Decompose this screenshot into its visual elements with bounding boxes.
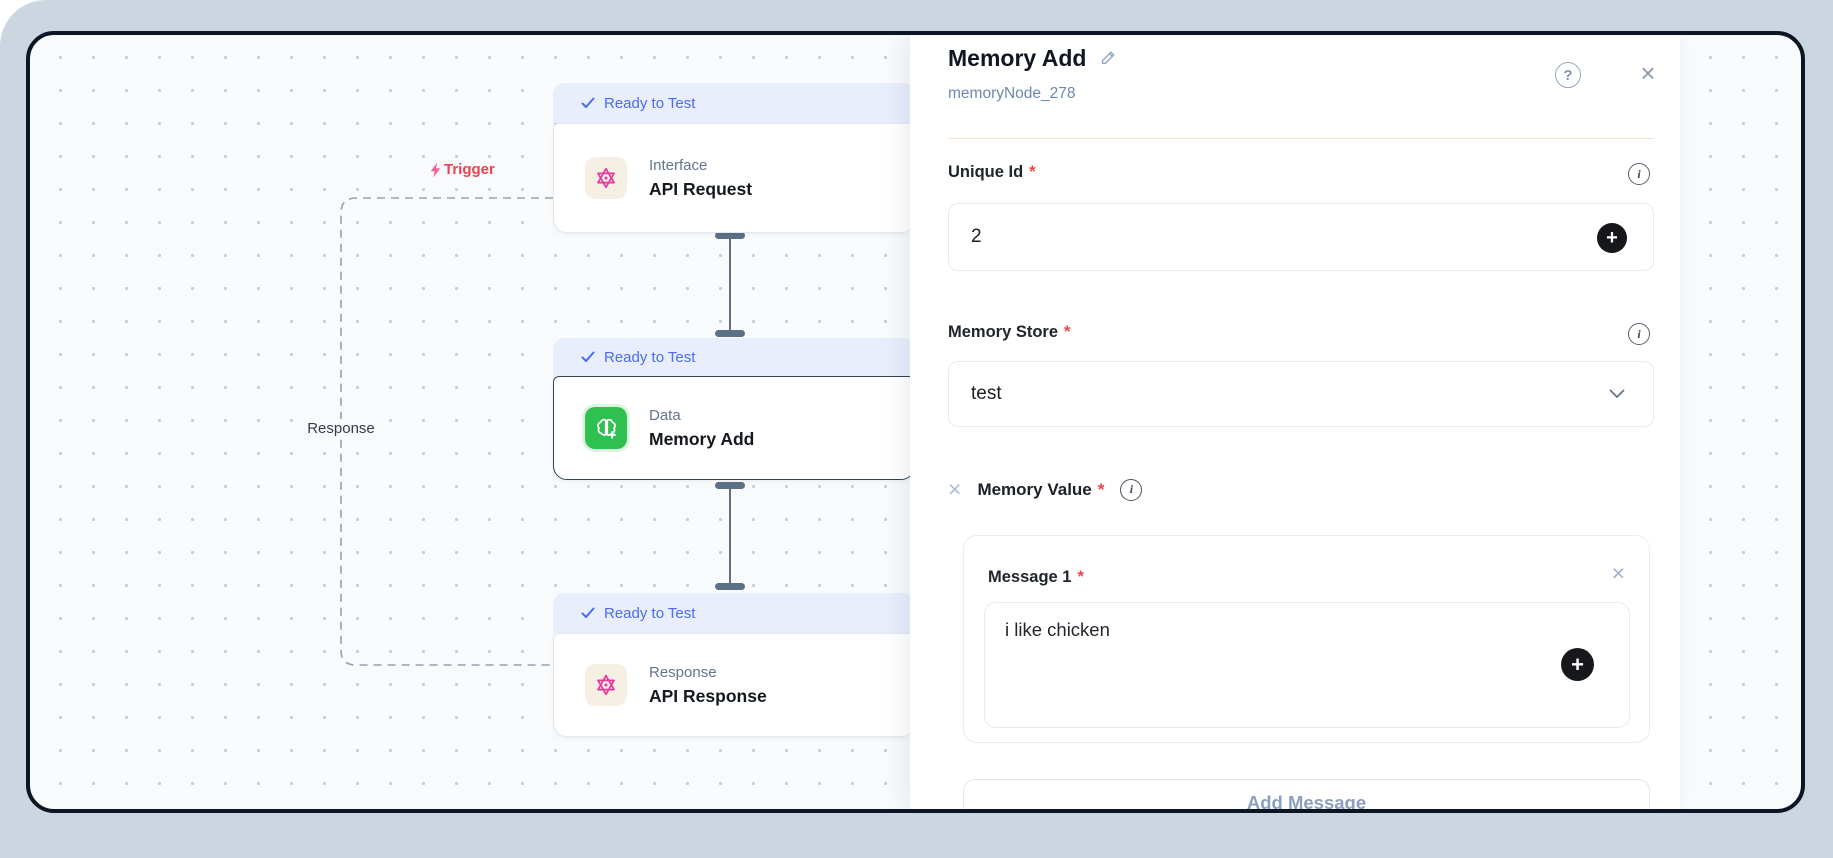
- node-status-badge: Ready to Test: [553, 338, 915, 376]
- brain-plus-node-icon: [585, 407, 627, 449]
- node-api-request[interactable]: Ready to Test Interface API Request: [553, 83, 915, 233]
- connector-cap-bottom: [715, 583, 745, 590]
- field-label-text: Unique Id: [948, 163, 1024, 181]
- hexagram-node-icon: [585, 664, 627, 706]
- check-icon: [581, 97, 595, 108]
- help-icon[interactable]: ?: [1555, 62, 1581, 88]
- node-card[interactable]: Interface API Request: [553, 123, 915, 233]
- node-card[interactable]: Response API Response: [553, 633, 915, 737]
- connector-line: [728, 239, 732, 330]
- message-remove-icon[interactable]: ×: [1611, 560, 1625, 586]
- node-status-text: Ready to Test: [604, 604, 696, 622]
- header-divider: [948, 138, 1654, 139]
- node-api-response[interactable]: Ready to Test Response API Response: [553, 593, 915, 737]
- panel-title: Memory Add: [948, 45, 1087, 71]
- unique-id-label: Unique Id *: [948, 163, 1036, 182]
- node-status-badge: Ready to Test: [553, 83, 915, 123]
- app-frame: Trigger Response Read: [26, 31, 1805, 813]
- node-category: Response: [649, 663, 717, 681]
- required-asterisk: *: [1029, 163, 1036, 181]
- memory-value-collapse-icon[interactable]: ×: [948, 476, 962, 502]
- required-asterisk: *: [1097, 479, 1105, 499]
- memory-value-section-header: × Memory Value * i: [948, 476, 1143, 502]
- flow-editor: Trigger Response Read: [30, 35, 1801, 809]
- check-icon: [581, 607, 595, 618]
- memory-store-select[interactable]: test: [948, 361, 1654, 427]
- edge-memory-add-to-api-response[interactable]: [715, 482, 745, 590]
- connector-cap-top: [715, 482, 745, 489]
- connector-line: [728, 489, 732, 583]
- field-label-text: Message 1: [988, 568, 1072, 586]
- node-title: Memory Add: [649, 428, 755, 449]
- field-label-text: Memory Value: [977, 479, 1092, 499]
- edit-pencil-icon[interactable]: [1098, 48, 1119, 69]
- hexagram-node-icon: [585, 157, 627, 199]
- unique-id-info-icon[interactable]: i: [1628, 163, 1650, 185]
- memory-value-label: Memory Value *: [977, 480, 1104, 500]
- trigger-edge-text: Trigger: [444, 161, 495, 178]
- unique-id-field: +: [948, 203, 1654, 271]
- trigger-edge-label: Trigger: [429, 161, 495, 178]
- connector-cap-top: [715, 232, 745, 239]
- message-variable-plus-button[interactable]: +: [1561, 648, 1594, 681]
- node-title: API Request: [649, 178, 753, 199]
- memory-store-selected-value: test: [971, 383, 1002, 404]
- chevron-down-icon: [1609, 389, 1625, 398]
- message-1-label: Message 1 *: [988, 568, 1084, 587]
- unique-id-input[interactable]: [949, 204, 1653, 270]
- response-edge-label: Response: [298, 419, 384, 438]
- node-title: API Response: [649, 685, 767, 706]
- field-label-text: Memory Store: [948, 323, 1059, 341]
- node-status-badge: Ready to Test: [553, 593, 915, 633]
- memory-store-info-icon[interactable]: i: [1628, 323, 1650, 345]
- close-panel-icon[interactable]: ×: [1640, 57, 1656, 88]
- lightning-bolt-icon: [430, 162, 441, 177]
- message-card: Message 1 * × i like chicken +: [963, 535, 1650, 743]
- node-memory-add[interactable]: Ready to Test Data Memory Add: [553, 338, 915, 480]
- node-category: Data: [649, 406, 681, 424]
- node-config-panel: Memory Add memoryNode_278 ? × Unique Id …: [910, 35, 1680, 809]
- unique-id-variable-plus-button[interactable]: +: [1597, 223, 1627, 253]
- memory-value-info-icon[interactable]: i: [1120, 478, 1143, 501]
- check-icon: [581, 351, 595, 362]
- message-1-textarea[interactable]: i like chicken: [984, 602, 1630, 728]
- node-category: Interface: [649, 156, 708, 174]
- required-asterisk: *: [1077, 568, 1084, 586]
- connector-cap-bottom: [715, 330, 745, 337]
- required-asterisk: *: [1064, 323, 1071, 341]
- edge-api-request-to-memory-add[interactable]: [715, 232, 745, 337]
- node-status-text: Ready to Test: [604, 94, 696, 112]
- add-message-button[interactable]: Add Message: [963, 779, 1650, 809]
- node-id-text: memoryNode_278: [948, 85, 1076, 102]
- node-card[interactable]: Data Memory Add: [553, 376, 915, 480]
- memory-store-label: Memory Store *: [948, 323, 1070, 342]
- node-status-text: Ready to Test: [604, 348, 696, 366]
